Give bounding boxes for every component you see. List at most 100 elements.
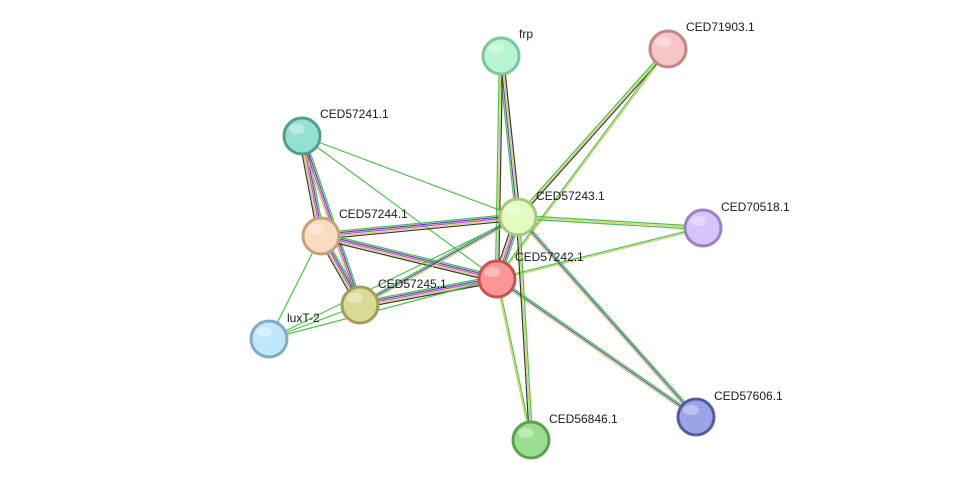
node-circle[interactable] xyxy=(340,285,380,325)
edge-evidence-line xyxy=(268,216,519,340)
edge-evidence-line xyxy=(517,217,703,231)
edge-evidence-line xyxy=(497,228,704,281)
edge-evidence-line xyxy=(321,219,519,240)
node-label: CED57245.1 xyxy=(378,277,447,291)
node-ced71903-1[interactable]: CED71903.1 xyxy=(648,20,755,69)
node-highlight xyxy=(683,405,699,415)
node-highlight xyxy=(347,293,363,303)
node-highlight xyxy=(518,428,534,438)
node-highlight xyxy=(308,224,324,234)
edge-ced57242-1-ced56846-1 xyxy=(495,278,533,441)
node-label: CED57606.1 xyxy=(714,389,783,403)
node-circle[interactable] xyxy=(683,208,723,248)
node-label: luxT-2 xyxy=(287,311,320,325)
edge-evidence-line xyxy=(498,56,517,218)
edge-evidence-line xyxy=(359,276,497,305)
node-ced57245-1[interactable]: CED57245.1 xyxy=(340,277,447,325)
edge-evidence-line xyxy=(321,232,498,277)
node-circle[interactable] xyxy=(477,259,517,299)
node-ced57244-1[interactable]: CED57244.1 xyxy=(301,207,408,256)
edge-evidence-line xyxy=(515,217,531,441)
edge-evidence-line xyxy=(495,279,696,419)
edge-evidence-line xyxy=(496,278,697,418)
node-circle[interactable] xyxy=(481,36,521,76)
edge-evidence-line xyxy=(320,216,519,237)
edge-ced57245-1-ced57242-1 xyxy=(359,275,498,309)
edge-ced57243-1-ced70518-1 xyxy=(517,214,704,231)
node-highlight xyxy=(690,216,706,226)
edge-evidence-line xyxy=(360,217,520,307)
edge-ced57243-1-frp xyxy=(498,55,521,218)
edge-ced57242-1-frp xyxy=(494,55,504,280)
node-highlight xyxy=(484,267,500,277)
node-circle[interactable] xyxy=(676,397,716,437)
node-ced57242-1[interactable]: CED57242.1 xyxy=(477,250,584,299)
node-label: CED71903.1 xyxy=(686,20,755,34)
edge-evidence-line xyxy=(494,55,501,279)
node-circle[interactable] xyxy=(249,319,289,359)
edge-evidence-line xyxy=(360,281,498,309)
edge-evidence-line xyxy=(320,236,497,282)
edge-ced57242-1-ced57606-1 xyxy=(495,277,698,419)
edge-evidence-line xyxy=(518,214,704,228)
edge-evidence-line xyxy=(496,55,502,280)
edge-evidence-line xyxy=(495,48,668,279)
edge-evidence-line xyxy=(320,214,518,236)
edge-evidence-line xyxy=(518,216,534,440)
edge-evidence-line xyxy=(321,217,519,239)
node-ced57606-1[interactable]: CED57606.1 xyxy=(676,389,783,437)
edge-evidence-line xyxy=(320,235,498,280)
edge-evidence-line xyxy=(516,47,668,217)
edge-evidence-line xyxy=(499,56,518,218)
edge-evidence-line xyxy=(303,135,363,305)
node-highlight xyxy=(505,205,521,215)
edge-evidence-line xyxy=(517,48,669,218)
node-ced57243-1[interactable]: CED57243.1 xyxy=(498,189,605,237)
node-label: CED57242.1 xyxy=(515,250,584,264)
node-ced56846-1[interactable]: CED56846.1 xyxy=(511,412,618,460)
edge-evidence-line xyxy=(518,49,670,219)
node-highlight xyxy=(256,327,272,337)
edge-evidence-line xyxy=(517,216,697,418)
edge-evidence-line xyxy=(320,238,497,283)
edge-evidence-line xyxy=(501,55,520,217)
edge-evidence-line xyxy=(359,275,497,303)
edge-evidence-line xyxy=(518,215,698,417)
edge-ced57243-1-ced56846-1 xyxy=(515,216,534,441)
node-circle[interactable] xyxy=(498,197,538,237)
node-highlight xyxy=(289,124,305,134)
edge-evidence-line xyxy=(320,213,518,234)
node-label: CED56846.1 xyxy=(549,412,618,426)
node-label: CED57243.1 xyxy=(536,189,605,203)
node-ced70518-1[interactable]: CED70518.1 xyxy=(683,200,790,248)
edge-luxt-2-ced57243-1 xyxy=(268,216,519,340)
node-frp[interactable]: frp xyxy=(481,27,533,76)
node-circle[interactable] xyxy=(648,29,688,69)
edge-ced57241-1-ced57242-1 xyxy=(301,135,498,280)
node-ced57241-1[interactable]: CED57241.1 xyxy=(282,107,389,156)
edge-evidence-line xyxy=(497,56,504,280)
edge-evidence-line xyxy=(496,226,703,279)
node-circle[interactable] xyxy=(511,420,551,460)
node-label: CED70518.1 xyxy=(721,200,790,214)
edge-ced57244-1-ced57242-1 xyxy=(320,232,498,283)
edge-evidence-line xyxy=(497,278,533,440)
edge-evidence-line xyxy=(301,135,498,280)
edge-evidence-line xyxy=(497,277,698,417)
node-label: CED57241.1 xyxy=(320,107,389,121)
node-circle[interactable] xyxy=(301,216,341,256)
edge-ced57241-1-ced57243-1 xyxy=(301,135,519,218)
edge-ced57242-1-ced71903-1 xyxy=(495,48,670,280)
edge-evidence-line xyxy=(321,233,498,279)
edge-evidence-line xyxy=(497,49,670,280)
node-highlight xyxy=(655,37,671,47)
edge-evidence-line xyxy=(268,278,498,340)
edge-evidence-line xyxy=(517,216,704,229)
node-circle[interactable] xyxy=(282,116,322,156)
edge-luxt-2-ced57242-1 xyxy=(268,278,498,340)
node-luxt-2[interactable]: luxT-2 xyxy=(249,311,320,359)
edge-evidence-line xyxy=(495,279,531,441)
edge-evidence-line xyxy=(517,216,532,441)
edge-evidence-line xyxy=(516,217,696,419)
